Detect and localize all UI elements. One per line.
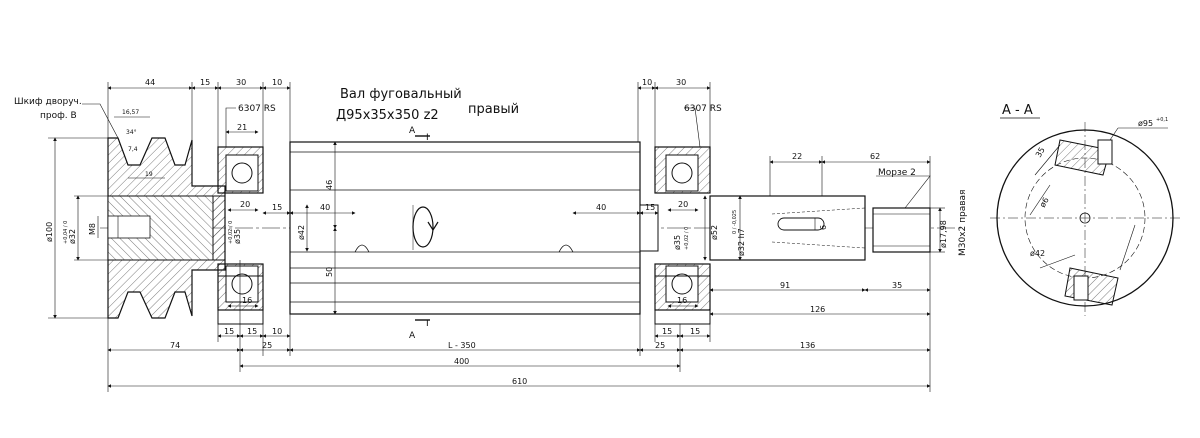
dim-phi35-right-tol: +0,02 / 0 (684, 227, 690, 250)
dim-15-top: 15 (200, 78, 210, 87)
dim-phi32h7: ø32 h7 (737, 228, 746, 256)
dim-40-right: 40 (596, 203, 606, 212)
section-mark-top: А (409, 126, 416, 136)
label-bearing-right: 6307 RS (684, 104, 722, 114)
title-line1: Вал фуговальный (340, 87, 462, 102)
dim-136: 136 (800, 341, 815, 350)
dim-46: 46 (325, 180, 334, 190)
section-tick-bottom: I (426, 319, 429, 329)
label-pulley: Шкиф дворуч. (14, 97, 82, 107)
label-bearing-left: 6307 RS (238, 104, 276, 114)
dim-34deg: 34° (126, 129, 137, 136)
title-line2: Д95х35х350 z2 (336, 108, 439, 123)
dim-16-57: 16,57 (122, 109, 139, 116)
dim-phi52: ø52 (710, 225, 719, 240)
label-pulley-profile: проф. В (40, 111, 77, 121)
dim-30-left: 30 (236, 78, 246, 87)
dim-30-right: 30 (676, 78, 686, 87)
dim-phi32-pulley-tol: +0,04 / 0 (63, 221, 69, 244)
dim-6: 6 (819, 225, 828, 230)
shaft-end (639, 195, 931, 261)
dim-400: 400 (454, 357, 469, 366)
sec-phi95-tol: +0,1 (1156, 117, 1168, 123)
dim-10-bot: 10 (272, 327, 282, 336)
section-tick-top: I (426, 133, 429, 143)
dim-phi32-pulley: ø32 (68, 229, 77, 244)
dim-10-left: 10 (272, 78, 282, 87)
annotations: Вал фуговальный Д95х35х350 z2 правый Шки… (14, 78, 1168, 386)
dim-15-bot-2: 15 (247, 327, 257, 336)
dim-44: 44 (145, 78, 155, 87)
dim-phi32h7-tol: 0 / -0,025 (732, 210, 738, 234)
dim-10-right: 10 (642, 78, 652, 87)
cutter-drum (289, 141, 641, 315)
dim-126: 126 (810, 305, 825, 314)
dim-20-right: 20 (678, 200, 688, 209)
dim-m8: М8 (88, 223, 97, 235)
bearing-left (217, 146, 264, 325)
dim-21: 21 (237, 123, 247, 132)
dim-L-350: L - 350 (448, 341, 476, 350)
dim-phi35-left-tol: +0,02 / 0 (228, 221, 234, 244)
dim-62: 62 (870, 152, 880, 161)
dim-phi35-left: ø35 (233, 229, 242, 244)
dim-15-bot-4: 15 (690, 327, 700, 336)
label-thread: М30х2 правая (958, 190, 968, 256)
sec-phi95: ø95 (1138, 119, 1153, 128)
bearing-right (654, 146, 711, 325)
dim-610: 610 (512, 377, 527, 386)
dim-phi42: ø42 (297, 225, 306, 240)
dim-15-mid-left: 15 (272, 203, 282, 212)
title-side: правый (468, 102, 519, 117)
section-view (990, 117, 1180, 316)
dim-15-mid-right: 15 (645, 203, 655, 212)
sec-35: 35 (1034, 146, 1047, 159)
dim-25-left: 25 (262, 341, 272, 350)
section-mark-bottom: А (409, 331, 416, 341)
dim-16-right: 16 (677, 296, 687, 305)
dim-22: 22 (792, 152, 802, 161)
dim-74: 74 (170, 341, 180, 350)
dim-20-left: 20 (240, 200, 250, 209)
dim-phi17-98: ø17,98 (939, 220, 948, 248)
dim-16-left: 16 (242, 296, 252, 305)
sec-phi6: ø6 (1038, 196, 1051, 209)
pulley (107, 137, 226, 319)
dim-91: 91 (780, 281, 790, 290)
dim-15-bot-3: 15 (662, 327, 672, 336)
label-morse: Морзе 2 (878, 168, 916, 178)
dim-25-right: 25 (655, 341, 665, 350)
dim-35: 35 (892, 281, 902, 290)
sec-phi42: ø42 (1030, 249, 1045, 258)
dim-phi100: ø100 (45, 222, 54, 242)
dim-7-4: 7,4 (128, 146, 138, 153)
dim-15-bot-1: 15 (224, 327, 234, 336)
section-title: А - А (1002, 103, 1033, 118)
dim-phi35-right: ø35 (673, 235, 682, 250)
dimension-lines (48, 82, 1168, 392)
dim-19: 19 (145, 171, 153, 178)
dim-50: 50 (325, 267, 334, 277)
dim-40-left: 40 (320, 203, 330, 212)
